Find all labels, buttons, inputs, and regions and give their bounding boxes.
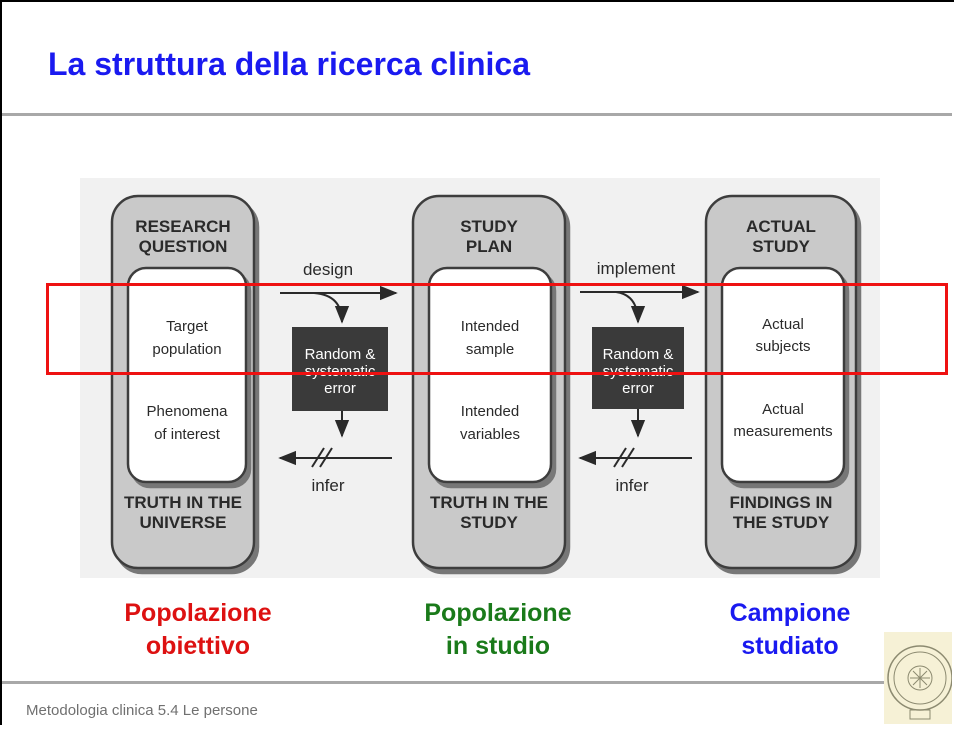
error-box xyxy=(592,327,684,409)
inner-label: Phenomena xyxy=(147,403,229,420)
inner-label: Intended xyxy=(461,403,519,420)
population-line: obiettivo xyxy=(145,632,251,660)
error-label: error xyxy=(622,380,654,397)
population-line: Campione xyxy=(729,599,851,627)
title-divider xyxy=(2,113,952,116)
error-box xyxy=(292,327,388,411)
error-label: Random & xyxy=(603,346,674,363)
column-header: PLAN xyxy=(466,237,512,256)
inner-label: population xyxy=(152,341,221,358)
column-footer: FINDINGS IN xyxy=(730,493,833,512)
column-study-plan: STUDY PLAN Intended sample Intended vari… xyxy=(411,194,567,570)
slide-title: La struttura della ricerca clinica xyxy=(48,46,530,82)
implement-label: implement xyxy=(597,259,676,278)
error-inflow-arrow xyxy=(615,291,646,324)
column-footer: UNIVERSE xyxy=(140,513,227,532)
link-implement: implement Random & systematic error infe… xyxy=(578,259,700,495)
column-header: STUDY xyxy=(752,237,810,256)
inner-label: Intended xyxy=(461,318,519,335)
research-structure-diagram: RESEARCH QUESTION Target population Phen… xyxy=(80,178,880,578)
error-label: Random & xyxy=(305,346,376,363)
population-line: Popolazione xyxy=(424,599,572,627)
inner-label: Actual xyxy=(762,316,804,333)
inner-label: variables xyxy=(460,426,520,443)
inner-label: sample xyxy=(466,341,514,358)
population-line: studiato xyxy=(741,632,839,660)
column-footer: THE STUDY xyxy=(733,513,830,532)
population-label-study: Popolazione in studio xyxy=(388,597,608,663)
population-label-sample: Campione studiato xyxy=(680,597,900,663)
inner-label: measurements xyxy=(733,423,832,440)
population-label-target: Popolazione obiettivo xyxy=(88,597,308,663)
column-footer: TRUTH IN THE xyxy=(430,493,548,512)
column-actual-study: ACTUAL STUDY Actual subjects Actual meas… xyxy=(704,194,858,570)
column-header: RESEARCH xyxy=(135,217,230,236)
inner-label: Actual xyxy=(762,401,804,418)
column-footer: STUDY xyxy=(460,513,518,532)
university-seal-icon xyxy=(884,632,953,724)
error-label: systematic xyxy=(305,363,376,380)
error-inflow-arrow xyxy=(313,292,350,324)
column-research-question: RESEARCH QUESTION Target population Phen… xyxy=(110,194,256,570)
infer-label: infer xyxy=(311,476,344,495)
population-highlight-box xyxy=(46,283,948,375)
column-header: QUESTION xyxy=(139,237,228,256)
inner-label: of interest xyxy=(154,426,221,443)
design-label: design xyxy=(303,260,353,279)
population-line: in studio xyxy=(445,632,551,660)
error-label: systematic xyxy=(603,363,674,380)
column-header: STUDY xyxy=(460,217,518,236)
link-design: design Random & systematic error infer xyxy=(278,260,398,495)
column-header: ACTUAL xyxy=(746,217,816,236)
footer-text: Metodologia clinica 5.4 Le persone xyxy=(26,702,258,719)
infer-label: infer xyxy=(615,476,648,495)
footer-divider xyxy=(2,681,952,684)
inner-label: Target xyxy=(166,318,209,335)
population-line: Popolazione xyxy=(124,599,272,627)
column-footer: TRUTH IN THE xyxy=(124,493,242,512)
error-label: error xyxy=(324,380,356,397)
inner-label: subjects xyxy=(755,338,810,355)
